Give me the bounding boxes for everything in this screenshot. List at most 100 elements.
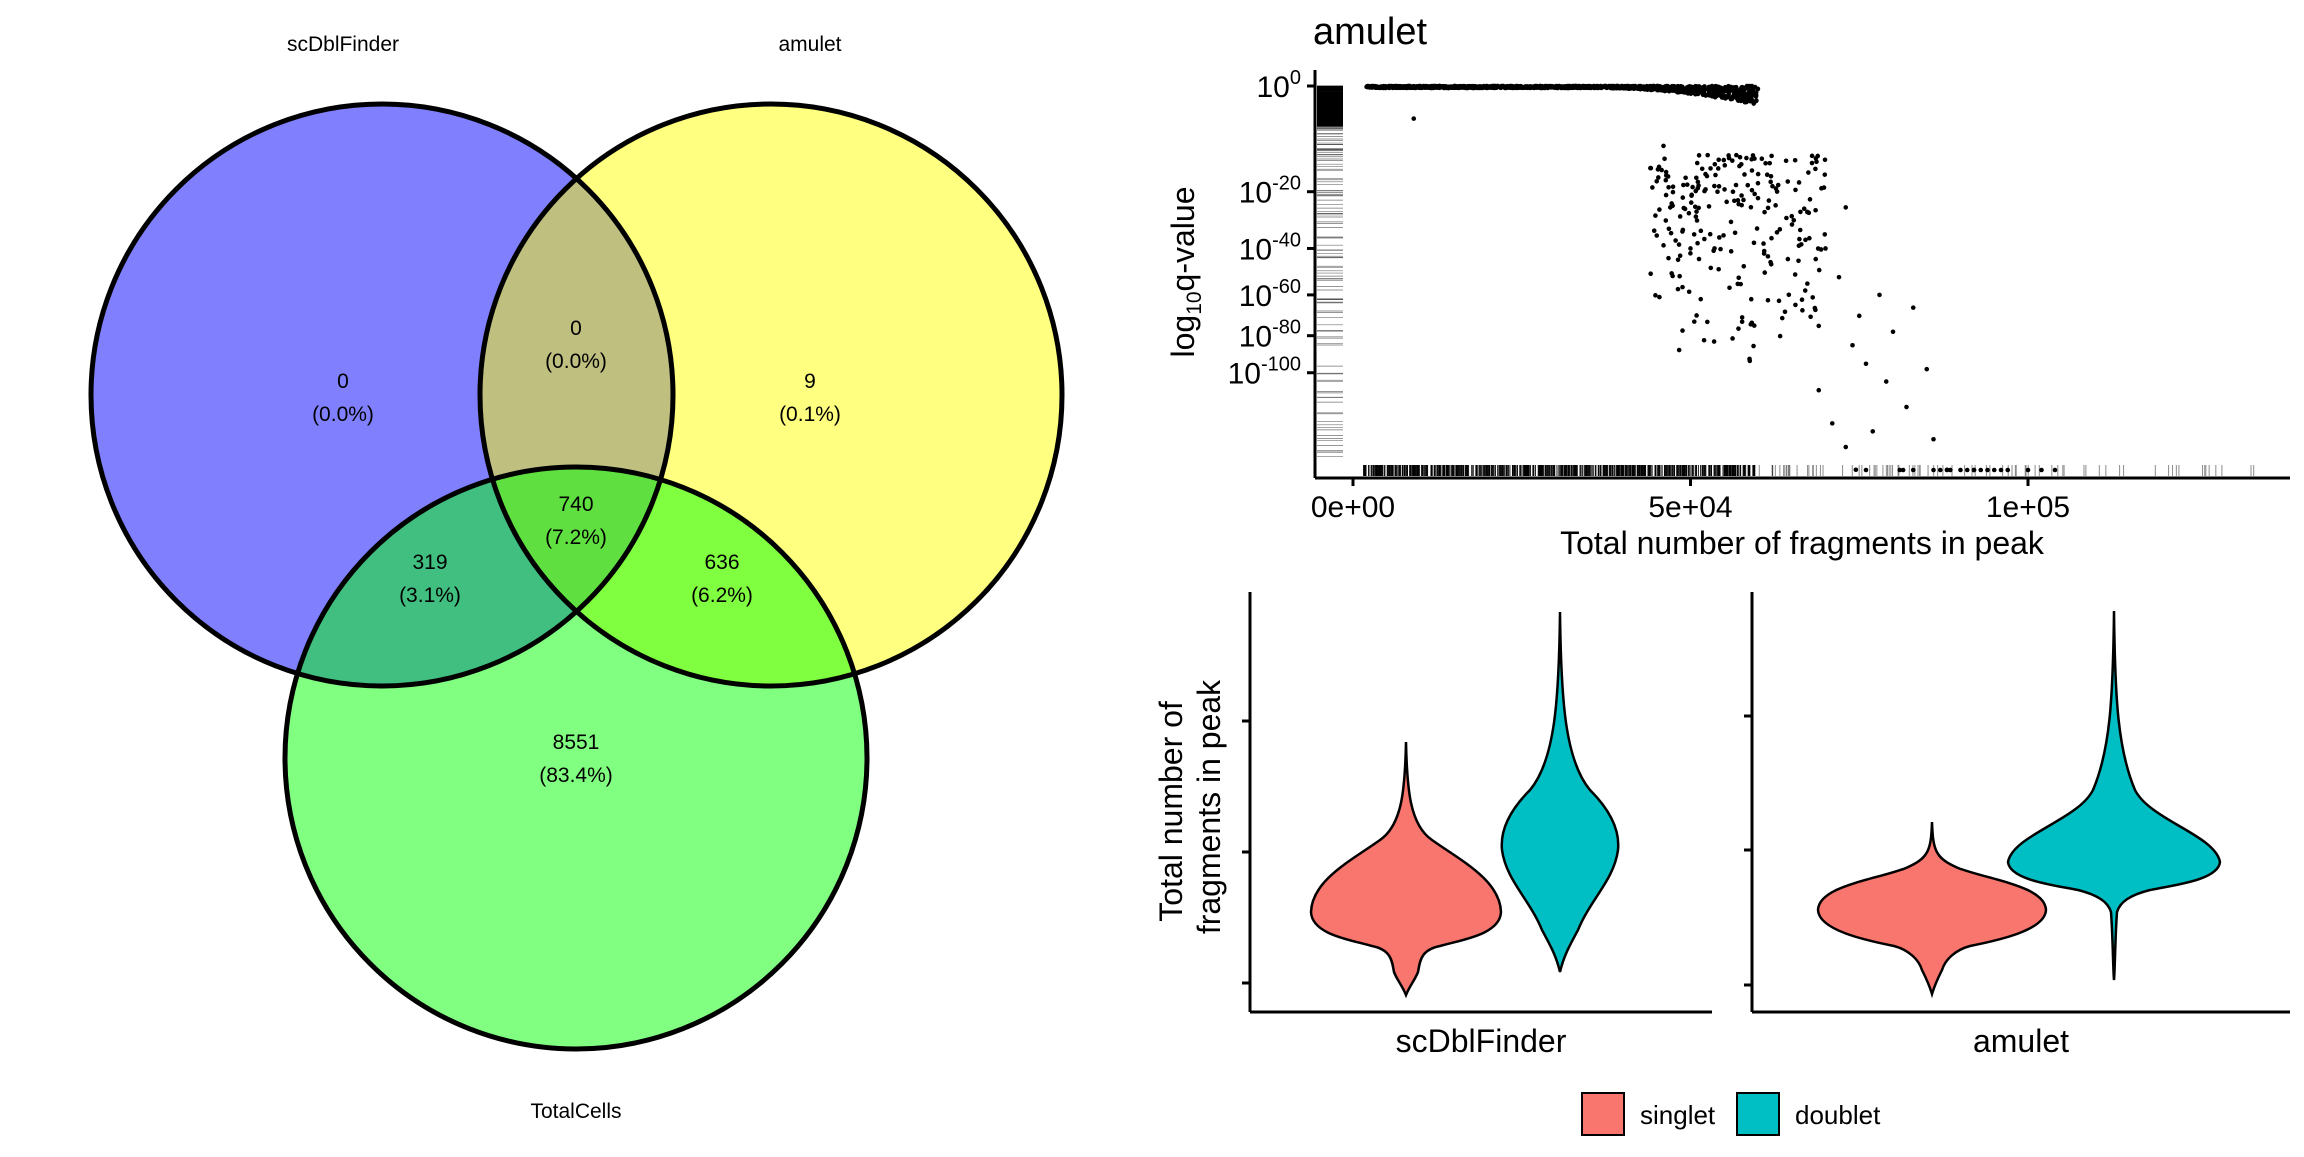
scatter-point	[1648, 271, 1653, 276]
scatter-point	[1658, 85, 1664, 90]
venn-pct-scdblfinder-amulet: (0.0%)	[545, 350, 607, 373]
scatter-point	[1692, 204, 1698, 210]
scatter-point	[1675, 286, 1681, 292]
scatter-point	[1735, 198, 1741, 203]
scatter-point	[1668, 87, 1674, 93]
scatter-point	[1809, 160, 1815, 166]
scatter-point	[1807, 235, 1812, 241]
scatter-point	[1789, 213, 1795, 219]
scatter-point	[1661, 143, 1666, 149]
scatter-point	[1582, 84, 1587, 90]
scatter-point	[1701, 337, 1707, 343]
scatter-point	[1749, 92, 1755, 98]
scatter-point	[1765, 254, 1771, 259]
scatter-point	[1708, 166, 1713, 171]
venn-count-scdblfinder-only: 0	[337, 370, 349, 393]
legend-swatch-doublet	[1736, 1092, 1780, 1136]
scatter-point	[1676, 347, 1682, 353]
scatter-point	[1747, 356, 1752, 362]
scatter-point	[1722, 84, 1728, 90]
scatter-point	[1798, 242, 1804, 247]
venn-count-totalcells-only: 8551	[553, 731, 600, 754]
scatter-point	[1707, 93, 1712, 98]
scatter-point	[1654, 233, 1660, 238]
scatter-point	[1668, 230, 1674, 236]
scatter-point	[1761, 251, 1767, 256]
scatter-point	[1715, 189, 1720, 195]
scatter-point	[1793, 302, 1798, 308]
scatter-point	[1768, 179, 1773, 185]
scatter-point	[1719, 95, 1725, 100]
violin-scdblfinder-singlet	[1309, 741, 1503, 999]
scatter-point	[2005, 467, 2011, 473]
venn-count-all-three: 740	[558, 493, 593, 516]
scatter-x-tick-label: 5e+04	[1648, 491, 1732, 524]
scatter-point	[1694, 160, 1700, 166]
scatter-point	[1654, 179, 1660, 184]
scatter-y-tick-label: 10-20	[1239, 173, 1301, 210]
scatter-point	[1732, 198, 1737, 204]
violin-panel2-x-label: amulet	[1973, 1023, 2069, 1059]
scatter-point	[1769, 235, 1774, 241]
scatter-y-tick-label: 10-80	[1239, 317, 1301, 354]
scatter-point	[1700, 85, 1706, 90]
scatter-point	[1776, 298, 1782, 304]
scatter-point	[1816, 387, 1822, 393]
scatter-point	[1755, 180, 1761, 186]
scatter-point	[1749, 187, 1755, 193]
scatter-point	[1683, 175, 1688, 181]
legend-label-singlet: singlet	[1640, 1100, 1716, 1130]
scatter-point	[1924, 366, 1930, 372]
venn-pct-amulet-totalcells: (6.2%)	[691, 584, 753, 607]
scatter-point	[1374, 84, 1379, 90]
scatter-point	[1656, 175, 1661, 180]
scatter-x-tick-label: 0e+00	[1311, 491, 1395, 524]
scatter-point	[1680, 328, 1685, 333]
scatter-point	[1773, 186, 1779, 191]
scatter-point	[1488, 84, 1494, 90]
scatter-point	[1474, 85, 1479, 91]
scatter-point	[1764, 172, 1770, 178]
scatter-point	[1773, 203, 1778, 208]
scatter-point	[1737, 154, 1743, 160]
scatter-point	[1717, 235, 1722, 240]
scatter-point	[1910, 305, 1916, 310]
violin-scdblfinder-doublet	[1500, 611, 1620, 973]
scatter-point	[1608, 85, 1613, 90]
scatter-y-tick-label: 10-60	[1239, 276, 1301, 313]
scatter-point	[1706, 86, 1711, 92]
scatter-point	[1513, 84, 1518, 89]
scatter-point	[1407, 85, 1412, 91]
scatter-point	[1747, 96, 1752, 102]
scatter-point	[1722, 163, 1728, 168]
scatter-point	[1727, 285, 1732, 291]
scatter-point	[1813, 207, 1818, 213]
scatter-point	[1931, 436, 1936, 442]
scatter-point	[1748, 204, 1754, 210]
scatter-point	[1691, 319, 1697, 324]
scatter-point	[1897, 467, 1903, 473]
scatter-point	[1770, 183, 1775, 189]
scatter-point	[1904, 404, 1909, 410]
scatter-point	[1797, 236, 1802, 242]
venn-circle-amulet	[477, 101, 1065, 689]
scatter-point	[1708, 265, 1714, 271]
scatter-point	[1733, 86, 1738, 92]
scatter-point	[1705, 152, 1710, 158]
scatter-point	[1734, 96, 1740, 102]
scatter-point	[1779, 315, 1785, 321]
violin-y-axis-title: Total number of fragments in peak	[1153, 679, 1227, 934]
legend-label-doublet: doublet	[1795, 1100, 1881, 1130]
scatter-point	[1655, 167, 1661, 172]
scatter-point	[1751, 240, 1757, 246]
scatter-points	[1364, 83, 2058, 473]
scatter-point	[1568, 85, 1574, 90]
scatter-point	[1661, 243, 1666, 248]
scatter-point	[1556, 84, 1561, 89]
scatter-point	[1752, 156, 1757, 161]
scatter-point	[1741, 92, 1747, 98]
scatter-point	[1706, 204, 1712, 209]
scatter-point	[1718, 246, 1723, 252]
